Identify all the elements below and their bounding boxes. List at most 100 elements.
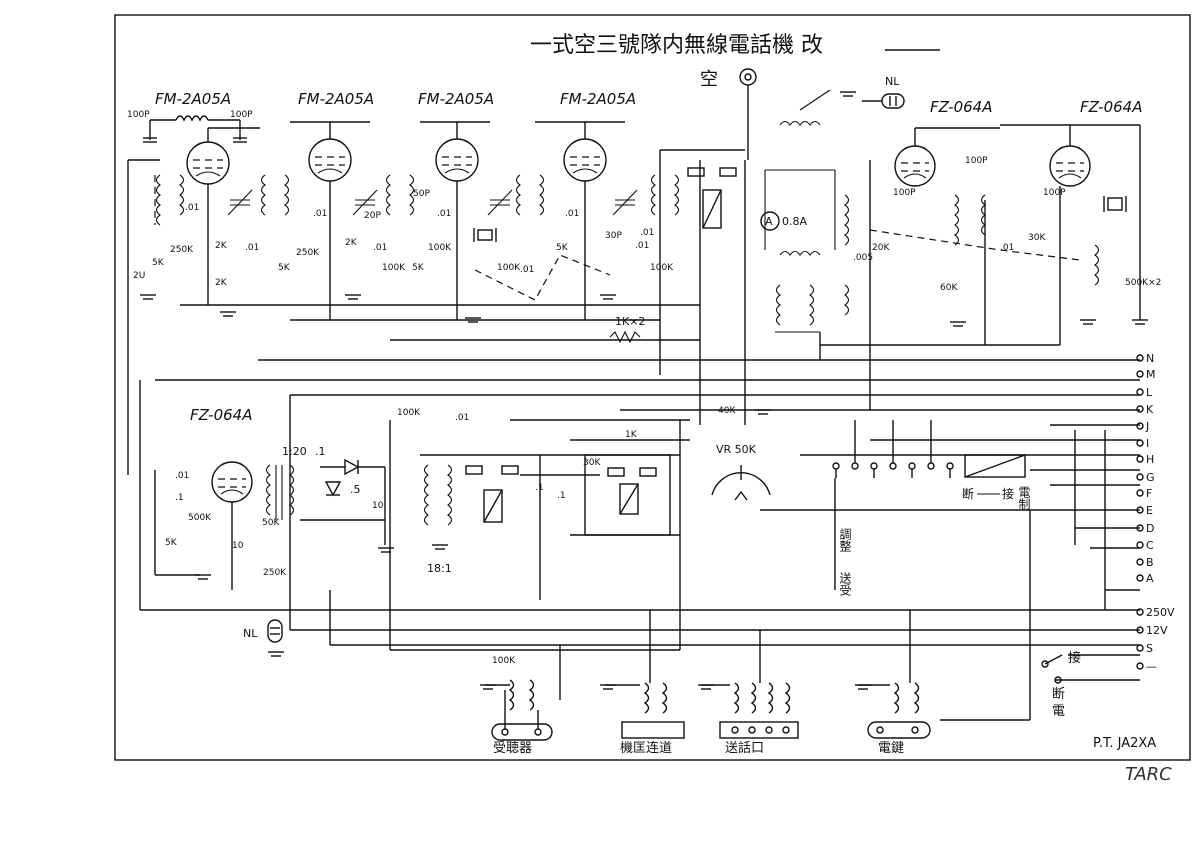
label-r100k-b: 100K bbox=[428, 243, 452, 253]
terminal-l: L bbox=[1146, 386, 1153, 399]
antenna-connector bbox=[739, 68, 757, 160]
label-c01-j: .01 bbox=[1000, 243, 1014, 253]
label-r5k-d: 5K bbox=[556, 243, 569, 253]
label-r500kx2: 500K×2 bbox=[1125, 278, 1161, 288]
label-r5k-bottom: 5K bbox=[165, 538, 178, 548]
label-c01-d: .01 bbox=[565, 209, 579, 219]
terminal-b: B bbox=[1146, 556, 1154, 569]
neon-label-bottom: NL bbox=[243, 627, 258, 640]
corner-mark: TARC bbox=[1125, 764, 1172, 785]
crystal-top bbox=[473, 228, 497, 242]
tube-label-osc1: FZ-064A bbox=[930, 98, 992, 116]
label-r2k-c: 2K bbox=[345, 238, 358, 248]
label-r10: 10 bbox=[372, 501, 384, 511]
switch-bank bbox=[832, 420, 954, 590]
label-r60k: 60K bbox=[940, 283, 958, 293]
mic-transformer bbox=[423, 464, 453, 526]
label-c01-i: .01 bbox=[640, 228, 654, 238]
tube-rf1 bbox=[186, 141, 230, 185]
label-c005: .005 bbox=[853, 253, 873, 263]
tube-rf3 bbox=[435, 138, 479, 182]
label-r1kx2: 1K×2 bbox=[615, 315, 645, 328]
label-c01-mid: .01 bbox=[455, 413, 469, 423]
label-c50p: 50P bbox=[413, 189, 430, 199]
tube-label-rf1: FM-2A05A bbox=[155, 90, 231, 108]
diagram-subtitle: 空 bbox=[700, 69, 718, 90]
power-name-label: 電 bbox=[1052, 704, 1065, 719]
label-c2u: 2U bbox=[133, 271, 145, 281]
crystal-osc bbox=[1103, 196, 1127, 212]
diode-1 bbox=[320, 458, 385, 476]
label-r250k-c: 250K bbox=[263, 568, 287, 578]
power-switch bbox=[1041, 654, 1140, 684]
label-r20k: 20K bbox=[872, 243, 890, 253]
terminal-a: A bbox=[1146, 572, 1154, 585]
mid-wiring bbox=[420, 419, 690, 650]
meter-value: 0.8A bbox=[782, 215, 807, 228]
diode-2 bbox=[324, 481, 342, 497]
terminal-250v: 250V bbox=[1146, 606, 1175, 619]
label-r2k-b: 2K bbox=[215, 278, 228, 288]
terminal-minus: — bbox=[1146, 660, 1157, 673]
label-c5: .5 bbox=[350, 483, 361, 496]
tube-label-osc2: FZ-064A bbox=[1080, 98, 1142, 116]
plug-key bbox=[858, 682, 931, 739]
relay-top bbox=[687, 167, 737, 229]
label-c01-f: .01 bbox=[373, 243, 387, 253]
label-r250k-b: 250K bbox=[296, 248, 320, 258]
tube-label-rf2: FM-2A05A bbox=[298, 90, 374, 108]
label-c10: 10 bbox=[232, 541, 244, 551]
terminal-f: F bbox=[1146, 487, 1152, 500]
plug-intercom bbox=[605, 682, 685, 739]
label-r40k: 40K bbox=[718, 406, 736, 416]
tube-rf2 bbox=[308, 138, 352, 182]
terminal-h: H bbox=[1146, 453, 1154, 466]
terminal-j: J bbox=[1145, 420, 1149, 433]
label-c01-a: .01 bbox=[185, 203, 199, 213]
label-c100p-4: 100P bbox=[893, 188, 916, 198]
terminal-g: G bbox=[1146, 471, 1155, 484]
tube-label-af: FZ-064A bbox=[190, 406, 252, 424]
plug-receiver-label: 受聴器 bbox=[493, 741, 532, 756]
label-r5k-a: 5K bbox=[152, 258, 165, 268]
tube-det bbox=[563, 138, 607, 182]
terminal-e: E bbox=[1146, 504, 1153, 517]
label-r100k-f: 100K bbox=[492, 656, 516, 666]
label-c01-c: .01 bbox=[437, 209, 451, 219]
label-r5k-b: 5K bbox=[278, 263, 291, 273]
switch-adj-label: 調整 bbox=[838, 528, 852, 552]
label-r100k-c: 100K bbox=[497, 263, 521, 273]
tube-osc2 bbox=[1049, 145, 1091, 187]
gang-link-top bbox=[474, 254, 611, 301]
label-r30k-b: 30K bbox=[583, 458, 601, 468]
label-c01-e: .01 bbox=[245, 243, 259, 253]
label-c1-b: .1 bbox=[315, 445, 326, 458]
tube-osc1 bbox=[894, 145, 936, 187]
power-break-label: 断 bbox=[1052, 687, 1065, 702]
terminal-i: I bbox=[1146, 437, 1149, 450]
relay-make-label: 接 bbox=[1002, 486, 1014, 501]
label-ratio-18-1: 18:1 bbox=[427, 562, 452, 575]
label-r1k: 1K bbox=[625, 430, 638, 440]
tube-label-rf3: FM-2A05A bbox=[418, 90, 494, 108]
author-mark: P.T. JA2XA bbox=[1093, 736, 1156, 751]
bottom-left-wiring bbox=[139, 380, 1140, 651]
ammeter: A bbox=[760, 211, 780, 231]
input-coil bbox=[143, 115, 247, 143]
switch-send-label: 送受 bbox=[838, 571, 852, 596]
terminal-k: K bbox=[1146, 403, 1154, 416]
label-c100p-1: 100P bbox=[127, 110, 150, 120]
power-make-label: 接 bbox=[1068, 650, 1081, 666]
tube-label-det: FM-2A05A bbox=[560, 90, 636, 108]
label-r5k-c: 5K bbox=[412, 263, 425, 273]
label-c100p-5: 100P bbox=[1043, 188, 1066, 198]
relay-break-label: 断 bbox=[962, 486, 974, 501]
plug-receiver bbox=[485, 679, 553, 741]
label-ratio-1-20: 1:20 bbox=[282, 445, 307, 458]
antenna-coils bbox=[764, 89, 1100, 333]
label-c01-b: .01 bbox=[313, 209, 327, 219]
label-c100p-3: 100P bbox=[965, 156, 988, 166]
terminal-d: D bbox=[1146, 522, 1154, 535]
relays-bottom bbox=[465, 454, 1026, 536]
border-frame bbox=[114, 14, 1191, 761]
